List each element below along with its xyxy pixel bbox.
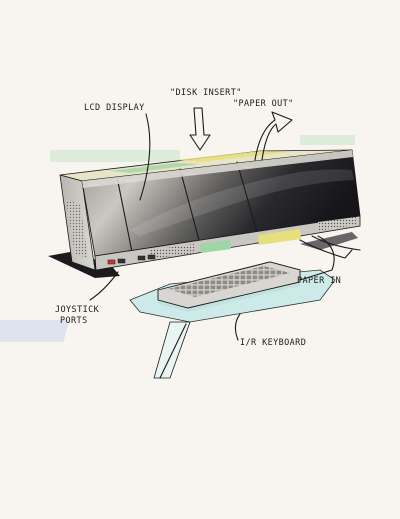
label-joystick-ports-line2: PORTS (60, 316, 88, 326)
joystick-port-3 (138, 256, 145, 260)
green-smudge-2 (300, 135, 355, 145)
strip-label-3: ▭▭▭ (185, 171, 197, 176)
ir-keyboard-leader (235, 314, 240, 340)
strip-label-4: ▭▭▭ (242, 164, 254, 169)
joystick-port-2 (118, 259, 125, 263)
green-smudge (50, 150, 180, 162)
joystick-port-4 (148, 255, 155, 259)
label-paper-in: PAPER IN (297, 276, 341, 286)
disk-insert-arrow (190, 108, 210, 150)
label-paper-out: "PAPER OUT" (233, 99, 294, 109)
joystick-port-1 (108, 260, 115, 264)
label-disk-insert: "DISK INSERT" (170, 88, 242, 98)
strip-label-2: ▭▭▭ (125, 178, 137, 183)
label-lcd-display: LCD DISPLAY (84, 103, 145, 113)
strip-label-1: ▭▭▭ (90, 182, 102, 187)
keyboard-tray-leg (154, 322, 190, 378)
label-ir-keyboard: I/R KEYBOARD (240, 338, 306, 348)
blue-smudge (0, 320, 69, 342)
label-joystick-ports-line1: JOYSTICK (55, 305, 100, 315)
